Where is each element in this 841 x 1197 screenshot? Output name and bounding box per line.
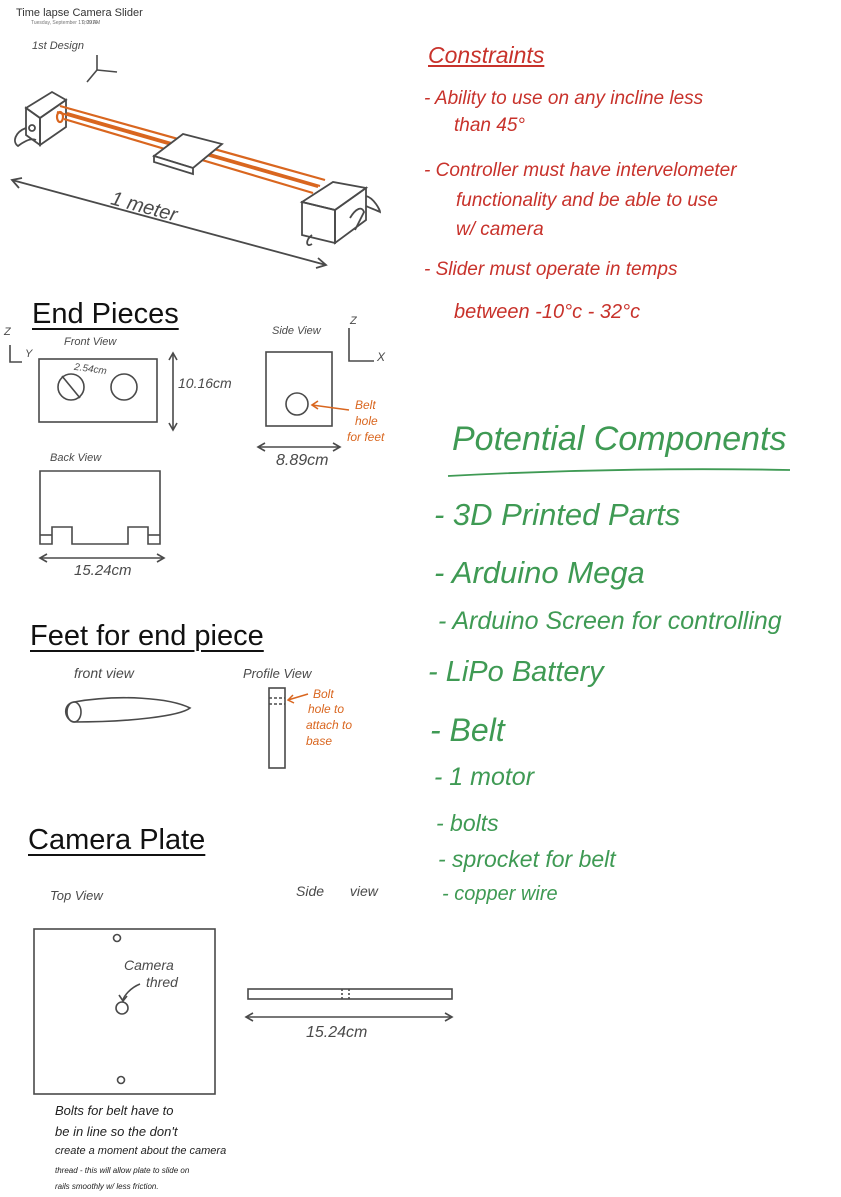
plate-note-line1: Bolts for belt have to xyxy=(55,1103,174,1118)
side-view-label: Side View xyxy=(272,325,321,337)
bolt-note-line3: attach to xyxy=(306,718,353,732)
plate-note-line2: be in line so the don't xyxy=(55,1124,178,1139)
component-1: - 3D Printed Parts xyxy=(434,497,681,532)
plate-dim-label: 15.24cm xyxy=(306,1024,368,1041)
axis-right-x: X xyxy=(377,350,386,364)
component-7: - bolts xyxy=(436,810,499,836)
component-4: - LiPo Battery xyxy=(428,656,604,688)
component-3: - Arduino Screen for controlling xyxy=(438,607,782,635)
plate-side-view-label: Side view xyxy=(296,883,378,899)
belt-note-line2: hole xyxy=(355,414,378,428)
constraint-3-line2: between -10°c - 32°c xyxy=(454,301,641,323)
bolt-note-line1: Bolt xyxy=(313,687,334,701)
belt-note-line1: Belt xyxy=(355,398,376,412)
plate-note-line4: thread - this will allow plate to slide … xyxy=(55,1166,190,1175)
page-title: Time lapse Camera Slider xyxy=(16,7,143,19)
page-date: Tuesday, September 17, 2019 xyxy=(31,20,98,26)
belt-note-line3: for feet xyxy=(347,430,385,444)
component-9: - copper wire xyxy=(442,883,558,905)
constraint-2-line3: w/ camera xyxy=(456,219,544,240)
end-pieces-heading: End Pieces xyxy=(32,298,179,330)
back-dim-label: 15.24cm xyxy=(74,562,132,579)
feet-profile-view-label: Profile View xyxy=(243,666,312,681)
axis-left-y: Y xyxy=(25,348,33,360)
back-view-label: Back View xyxy=(50,452,102,464)
bolt-note-line4: base xyxy=(306,734,333,748)
feet-front-view-label: front view xyxy=(74,665,134,681)
feet-heading: Feet for end piece xyxy=(30,620,264,652)
component-5: - Belt xyxy=(430,712,505,748)
constraint-3-line1: - Slider must operate in temps xyxy=(424,259,678,280)
height-dim-label: 10.16cm xyxy=(178,375,232,391)
width-dim-label: 8.89cm xyxy=(276,452,329,469)
camera-note-line1: Camera xyxy=(124,957,174,973)
camera-note-line2: thred xyxy=(146,974,178,990)
plate-note-line3: create a moment about the camera xyxy=(55,1145,227,1157)
axis-left-z: Z xyxy=(4,326,11,338)
component-6: - 1 motor xyxy=(434,763,535,791)
plate-top-view-label: Top View xyxy=(50,888,103,903)
constraints-heading: Constraints xyxy=(428,42,545,68)
constraint-2-line2: functionality and be able to use xyxy=(456,190,718,211)
front-view-label: Front View xyxy=(64,336,117,348)
plate-note-line5: rails smoothly w/ less friction. xyxy=(55,1182,159,1191)
camera-plate-heading: Camera Plate xyxy=(28,824,206,856)
bolt-note-line2: hole to xyxy=(308,702,345,716)
components-heading: Potential Components xyxy=(452,420,787,458)
component-8: - sprocket for belt xyxy=(438,846,616,872)
axis-right-z: Z xyxy=(350,315,357,327)
constraint-1-line2: than 45° xyxy=(454,115,525,136)
component-2: - Arduino Mega xyxy=(434,555,645,590)
design-label: 1st Design xyxy=(32,40,84,52)
constraint-2-line1: - Controller must have intervelometer xyxy=(424,160,737,181)
constraint-1-line1: - Ability to use on any incline less xyxy=(424,88,704,109)
page-time: 9:09 AM xyxy=(82,20,101,26)
